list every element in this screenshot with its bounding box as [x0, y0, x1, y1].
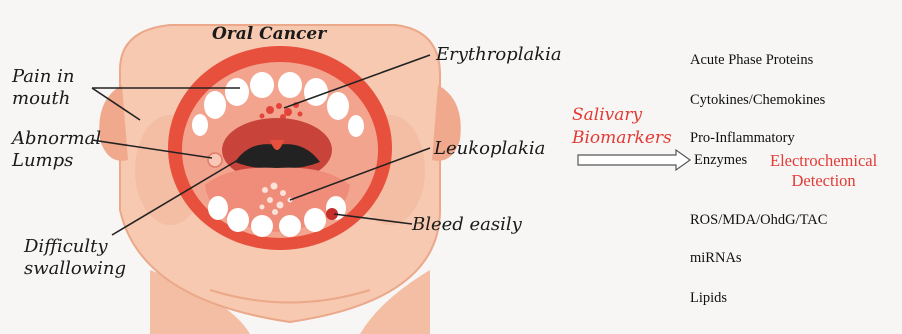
biomarker-item: Pro-Inflammatory	[690, 130, 795, 147]
salivary-line1: Salivary	[572, 104, 672, 127]
biomarker-item: Lipids	[690, 290, 727, 307]
biomarker-item: miRNAs	[690, 250, 742, 267]
label-pain-in-mouth: Pain in mouth	[12, 66, 74, 110]
label-difficulty-swallowing: Difficulty swallowing	[24, 236, 126, 280]
diagram-title: Oral Cancer	[212, 24, 326, 44]
label-difficulty-line1: Difficulty	[24, 236, 126, 258]
biomarker-item: Cytokines/Chemokines	[690, 92, 825, 109]
label-lumps-line1: Abnormal	[12, 128, 101, 150]
biomarker-arrow	[578, 150, 690, 170]
label-erythroplakia: Erythroplakia	[436, 44, 562, 66]
label-abnormal-lumps: Abnormal Lumps	[12, 128, 101, 172]
lump-marker	[208, 153, 222, 167]
label-leukoplakia: Leukoplakia	[434, 138, 545, 160]
detection-line2: Detection	[770, 171, 877, 191]
label-bleed-easily: Bleed easily	[412, 214, 522, 236]
label-lumps-line2: Lumps	[12, 150, 101, 172]
biomarker-item: ROS/MDA/OhdG/TAC	[690, 212, 827, 229]
label-pain-line2: mouth	[12, 88, 74, 110]
electrochemical-detection-label: Electrochemical Detection	[770, 151, 877, 191]
label-difficulty-line2: swallowing	[24, 258, 126, 280]
biomarker-item: Acute Phase Proteins	[690, 52, 813, 69]
salivary-line2: Biomarkers	[572, 127, 672, 150]
detection-line1: Electrochemical	[770, 151, 877, 171]
salivary-biomarkers-label: Salivary Biomarkers	[572, 104, 672, 150]
label-pain-line1: Pain in	[12, 66, 74, 88]
biomarker-item: Enzymes	[694, 152, 747, 169]
